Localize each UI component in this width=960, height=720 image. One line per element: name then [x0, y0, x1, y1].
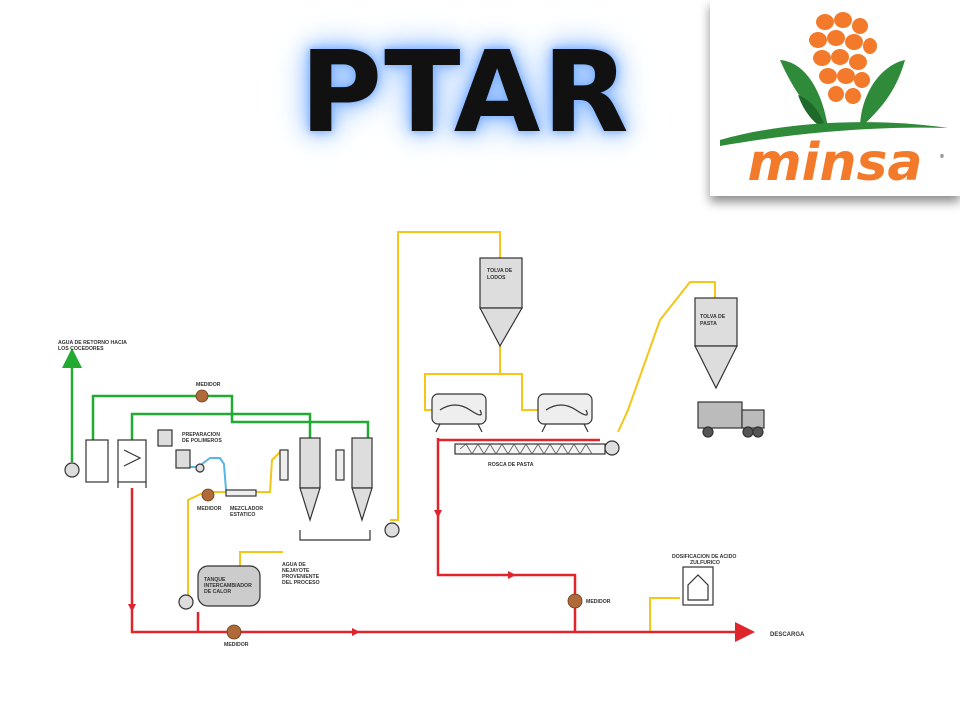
tolva-lodos-label: TOLVA DE	[487, 268, 513, 274]
svg-text:®: ®	[940, 153, 944, 160]
medidor-label-4: MEDIDOR	[586, 599, 611, 605]
medidor-label-1: MEDIDOR	[196, 382, 221, 388]
svg-text:DE POLIMEROS: DE POLIMEROS	[182, 438, 222, 444]
svg-text:INTERCAMBIADOR: INTERCAMBIADOR	[204, 583, 252, 589]
brand-name: minsa	[747, 133, 922, 193]
preparacion-label: PREPARACION	[182, 432, 220, 438]
svg-text:LODOS: LODOS	[487, 275, 506, 281]
mezclador-label: MEZCLADOR	[230, 506, 263, 512]
svg-text:ZULFURICO: ZULFURICO	[690, 560, 720, 566]
descarga-label: DESCARGA	[770, 632, 805, 638]
tolva-pasta-label: TOLVA DE	[700, 314, 726, 320]
svg-text:PASTA: PASTA	[700, 321, 717, 327]
svg-text:DEL PROCESO: DEL PROCESO	[282, 580, 320, 586]
tanque-label: TANQUE	[204, 577, 226, 583]
meters	[195, 389, 583, 640]
svg-text:DE CALOR: DE CALOR	[204, 589, 231, 595]
agua-nejayote-label: AGUA DE	[282, 562, 306, 568]
return-water-lines	[62, 348, 370, 462]
rosca-label: ROSCA DE PASTA	[488, 462, 534, 468]
svg-text:NEJAYOTE: NEJAYOTE	[282, 568, 310, 574]
equipment	[64, 257, 765, 610]
svg-text:PROVENIENTE: PROVENIENTE	[282, 574, 320, 580]
medidor-label-3: MEDIDOR	[224, 642, 249, 648]
page-title: PTAR	[300, 28, 631, 158]
svg-text:LOS COCEDORES: LOS COCEDORES	[58, 346, 104, 352]
dosificacion-label: DOSIFICACION DE ACIDO	[672, 554, 736, 560]
agua-retorno-label: AGUA DE RETORNO HACIA	[58, 340, 127, 346]
minsa-logo: minsa ®	[710, 0, 960, 196]
svg-text:ESTATICO: ESTATICO	[230, 512, 255, 518]
sludge-lines	[187, 231, 716, 632]
corn-logo-icon: minsa ®	[720, 12, 948, 193]
medidor-label-2: MEDIDOR	[197, 506, 222, 512]
